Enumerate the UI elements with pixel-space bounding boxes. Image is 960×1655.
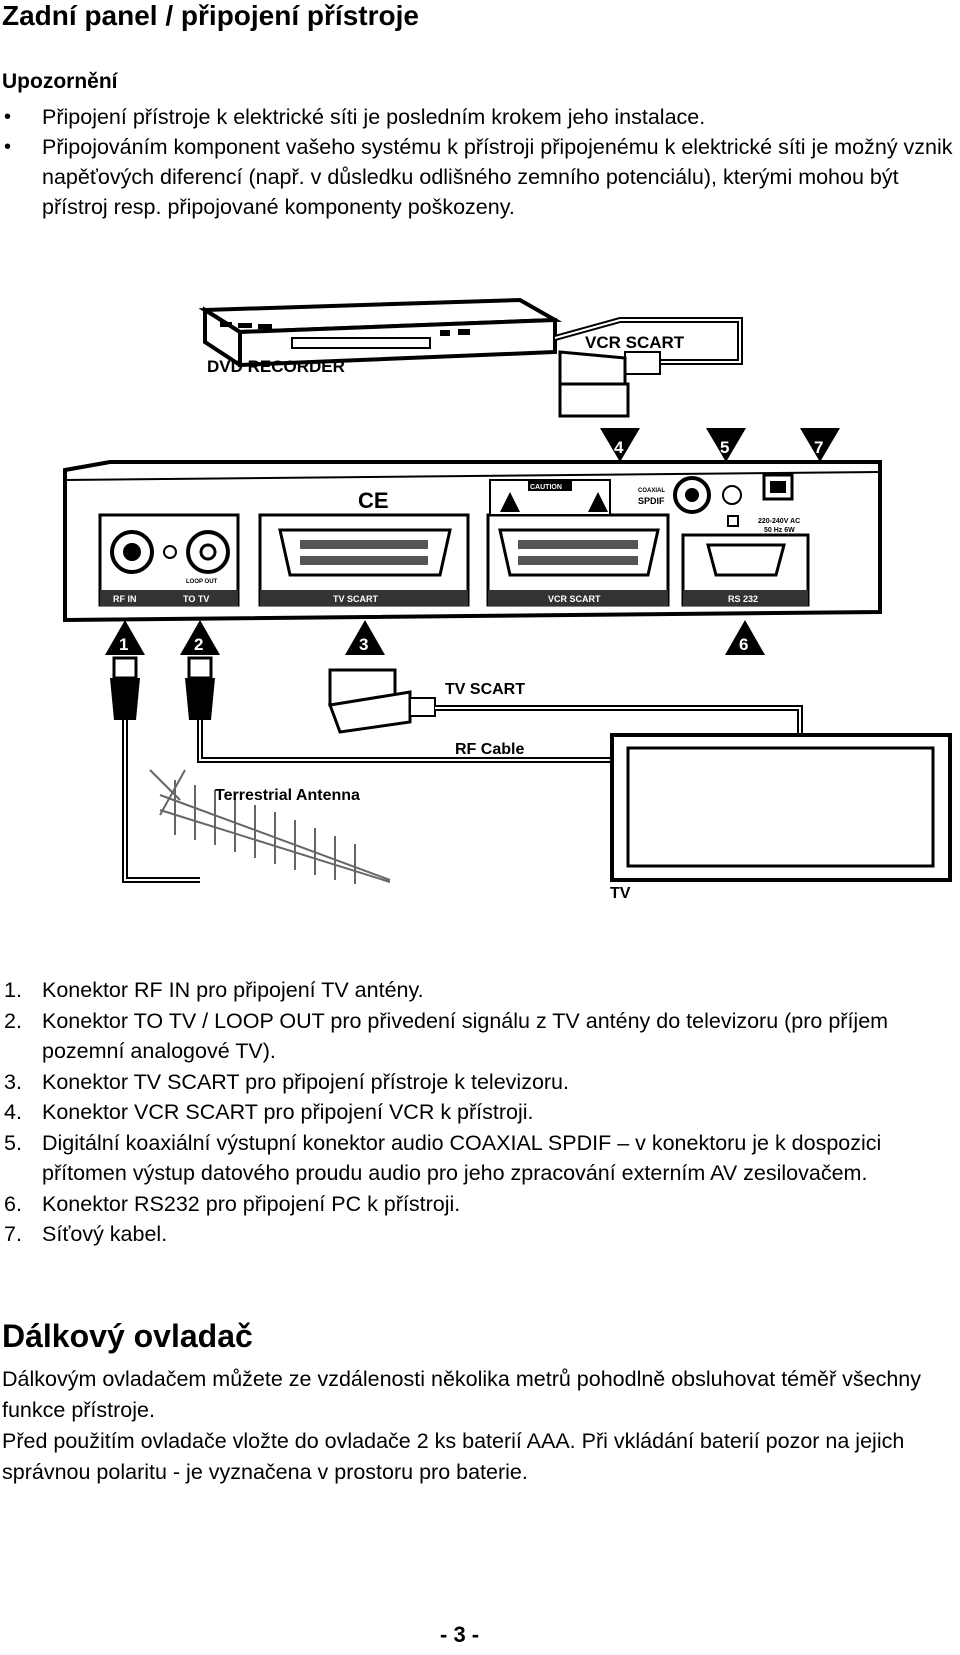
tv-illustration: TV (610, 733, 952, 902)
warning-item: Připojováním komponent vašeho systému k … (0, 132, 955, 222)
tv-label: TV (610, 885, 631, 902)
tv-scart-cable: TV SCART (327, 668, 803, 735)
tv-scart-cable-label: TV SCART (445, 681, 525, 698)
remote-paragraph-2: Před použitím ovladače vložte do ovladač… (2, 1429, 905, 1484)
page-number: - 3 - (440, 1622, 480, 1647)
connector-number: 5. (4, 1130, 22, 1155)
vcr-scart-cable: VCR SCART (554, 317, 743, 418)
marker-4: 4 (614, 438, 624, 457)
antenna-illustration (149, 769, 391, 884)
connector-number: 3. (4, 1069, 22, 1094)
connector-item: 2. Konektor TO TV / LOOP OUT pro přiveden… (0, 1006, 958, 1067)
connector-item: 4. Konektor VCR SCART pro připojení VCR k… (0, 1097, 958, 1128)
connector-number: 1. (4, 978, 22, 1002)
connector-text: Digitální koaxiální výstupní konektor au… (42, 1130, 882, 1186)
caution-label: CAUTION (530, 484, 562, 491)
marker-2: 2 (194, 635, 203, 654)
remote-heading: Dálkový ovladač (2, 1318, 253, 1354)
connector-text: Konektor TV SCART pro připojení přístroj… (42, 1069, 569, 1094)
marker-3: 3 (359, 635, 368, 654)
tv-scart-panel-label: TV SCART (333, 594, 379, 604)
connector-text: Konektor VCR SCART pro připojení VCR k p… (42, 1100, 534, 1124)
dvd-recorder-label: DVD RECORDER (207, 357, 345, 376)
connector-text: Síťový kabel. (42, 1222, 168, 1246)
power-rating-2: 50 Hz 6W (764, 527, 795, 534)
connector-number: 2. (4, 1008, 22, 1033)
rs232-panel-label: RS 232 (728, 594, 758, 604)
spdif-label: SPDIF (638, 496, 665, 506)
connector-item: 5. Digitální koaxiální výstupní konektor … (0, 1128, 958, 1189)
page-title: Zadní panel / připojení přístroje (2, 0, 419, 31)
marker-1: 1 (119, 635, 128, 654)
connection-diagram: DVD RECORDER VCR SCART 4 5 7 RF IN TO TV… (63, 297, 952, 902)
marker-7: 7 (814, 438, 823, 457)
power-rating-1: 220-240V AC (758, 518, 800, 525)
marker-6: 6 (739, 635, 748, 654)
warning-title: Upozornění (2, 70, 118, 93)
connector-item: 7. Síťový kabel. (0, 1219, 958, 1250)
marker-5: 5 (720, 438, 729, 457)
loop-out-label: LOOP OUT (186, 579, 218, 585)
antenna-label: Terrestrial Antenna (215, 787, 360, 804)
connector-number: 6. (4, 1191, 22, 1216)
to-tv-label: TO TV (183, 594, 209, 604)
ce-mark: CE (358, 488, 389, 513)
rf-in-label: RF IN (113, 594, 137, 604)
dvd-recorder-illustration: DVD RECORDER (198, 297, 563, 376)
device-back-panel: RF IN TO TV LOOP OUT TV SCART CE VCR SCA… (63, 460, 882, 623)
connector-list: 1. Konektor RF IN pro připojení TV antény… (0, 975, 958, 1250)
connector-text: Konektor RF IN pro připojení TV antény. (42, 978, 424, 1002)
vcr-scart-label: VCR SCART (585, 333, 685, 352)
vcr-scart-panel-label: VCR SCART (548, 594, 601, 604)
warning-item: Připojení přístroje k elektrické síti je… (0, 102, 955, 132)
connector-text: Konektor TO TV / LOOP OUT pro přivedení … (42, 1008, 889, 1064)
top-markers: 4 5 7 (600, 428, 840, 462)
warning-list: Připojení přístroje k elektrické síti je… (0, 102, 955, 222)
bottom-markers: 1 2 3 6 (105, 620, 765, 655)
rf-cable-label: RF Cable (455, 741, 524, 758)
coaxial-label: COAXIAL (638, 488, 665, 494)
connector-item: 1. Konektor RF IN pro připojení TV antény… (0, 975, 958, 1006)
connector-item: 6. Konektor RS232 pro připojení PC k přís… (0, 1189, 958, 1220)
connector-number: 4. (4, 1100, 22, 1124)
connector-number: 7. (4, 1222, 22, 1246)
remote-paragraph-1: Dálkovým ovladačem můžete ze vzdálenosti… (2, 1367, 921, 1422)
connector-item: 3. Konektor TV SCART pro připojení přístr… (0, 1067, 958, 1098)
connector-text: Konektor RS232 pro připojení PC k přístr… (42, 1191, 461, 1216)
